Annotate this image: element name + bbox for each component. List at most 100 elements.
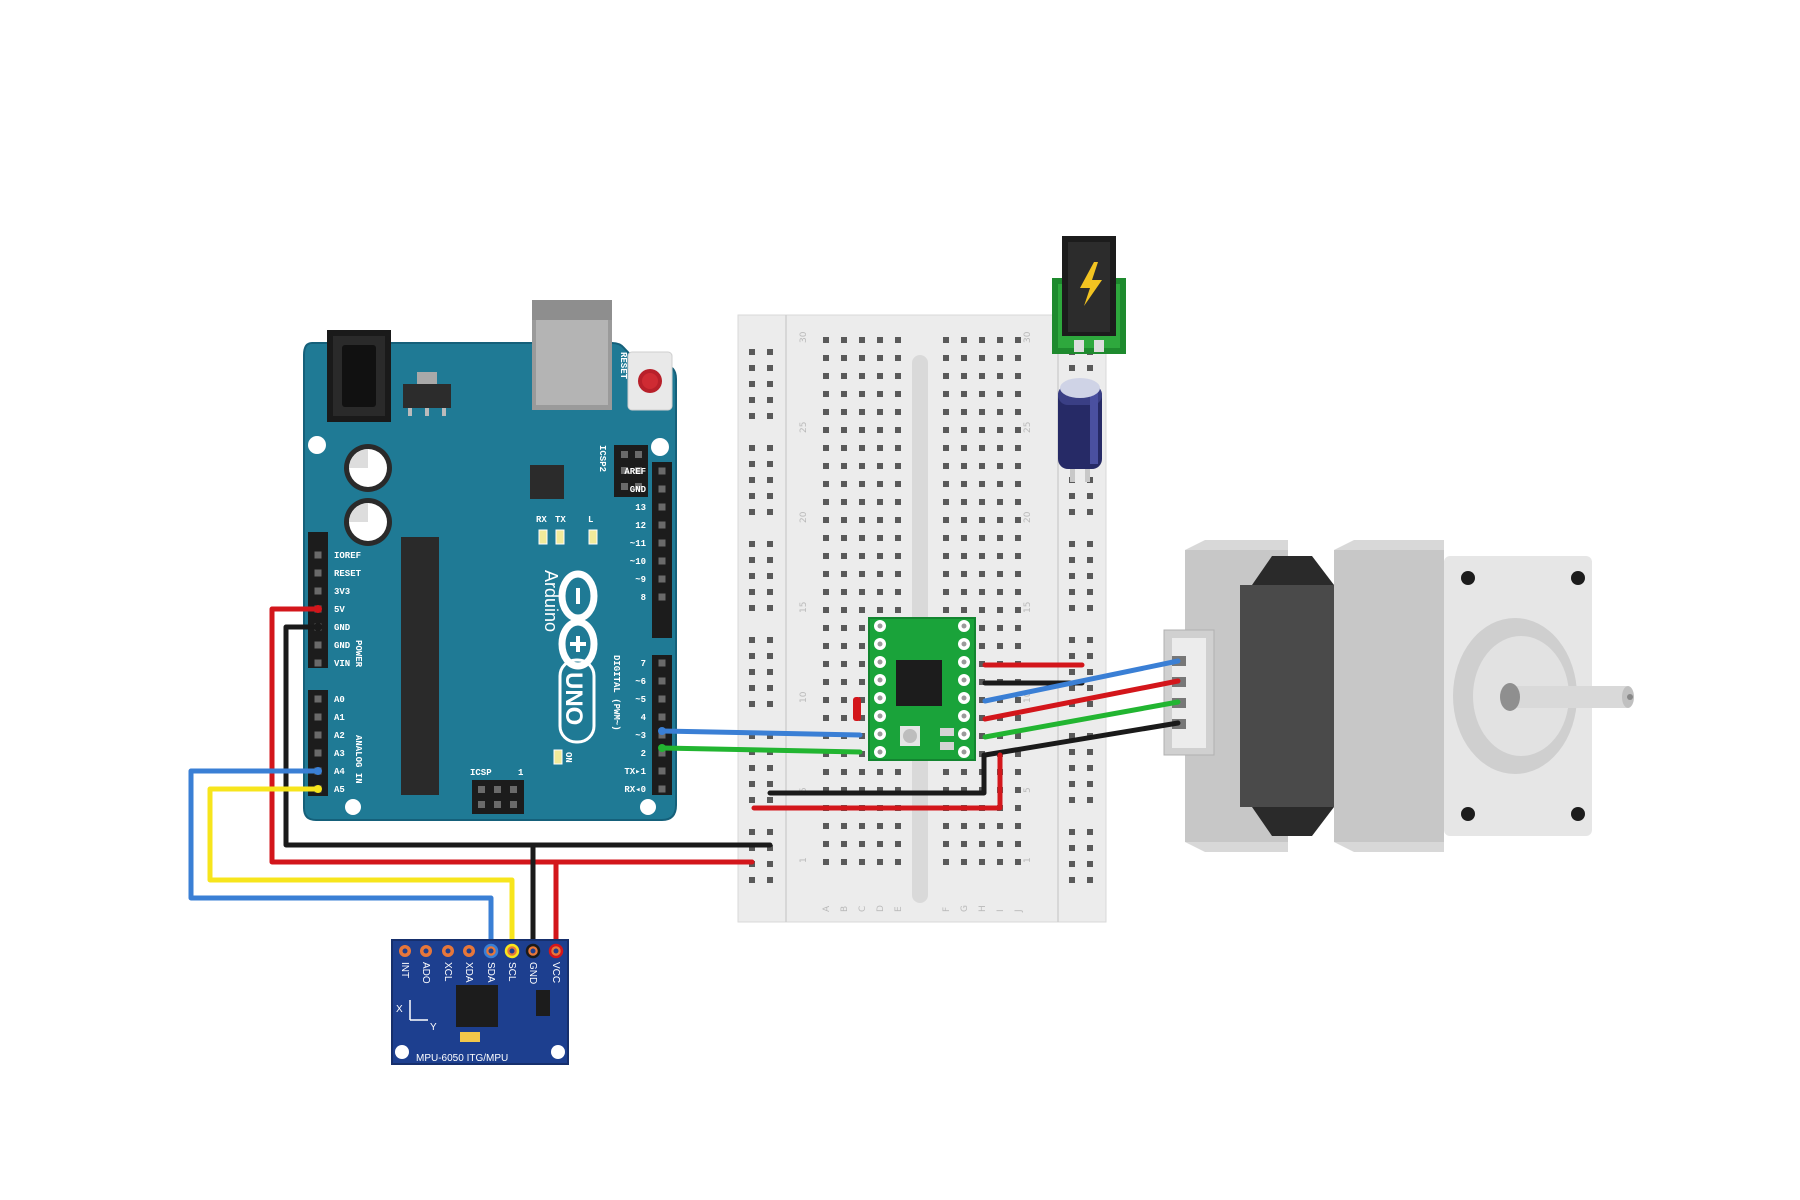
breadboard-hole[interactable] [979,859,985,865]
header-pin[interactable] [314,587,322,595]
breadboard-hole[interactable] [859,643,865,649]
breadboard-hole[interactable] [943,517,949,523]
rail-hole[interactable] [749,877,755,883]
rail-hole[interactable] [767,413,773,419]
rail-hole[interactable] [1087,493,1093,499]
breadboard-hole[interactable] [895,445,901,451]
breadboard-hole[interactable] [823,355,829,361]
breadboard-hole[interactable] [895,841,901,847]
header-pin[interactable] [658,785,666,793]
breadboard-hole[interactable] [943,463,949,469]
rail-hole[interactable] [749,589,755,595]
breadboard-hole[interactable] [961,787,967,793]
breadboard-hole[interactable] [961,463,967,469]
breadboard-hole[interactable] [877,391,883,397]
breadboard-hole[interactable] [943,769,949,775]
rail-hole[interactable] [1069,653,1075,659]
breadboard-hole[interactable] [823,715,829,721]
rail-hole[interactable] [767,637,773,643]
breadboard-hole[interactable] [823,679,829,685]
breadboard-hole[interactable] [823,769,829,775]
breadboard-hole[interactable] [877,787,883,793]
breadboard-hole[interactable] [943,373,949,379]
header-pin[interactable] [658,485,666,493]
breadboard-hole[interactable] [943,499,949,505]
rail-hole[interactable] [749,797,755,803]
rail-hole[interactable] [1087,365,1093,371]
rail-hole[interactable] [1087,749,1093,755]
breadboard-hole[interactable] [979,607,985,613]
breadboard-hole[interactable] [823,571,829,577]
breadboard-hole[interactable] [943,535,949,541]
breadboard-hole[interactable] [823,751,829,757]
header-pin[interactable] [314,551,322,559]
breadboard-hole[interactable] [877,859,883,865]
breadboard-hole[interactable] [859,715,865,721]
breadboard-hole[interactable] [979,517,985,523]
rail-hole[interactable] [1087,877,1093,883]
breadboard-hole[interactable] [895,355,901,361]
breadboard-hole[interactable] [895,535,901,541]
breadboard-hole[interactable] [859,841,865,847]
breadboard-hole[interactable] [877,463,883,469]
breadboard-hole[interactable] [841,499,847,505]
rail-hole[interactable] [767,845,773,851]
rail-hole[interactable] [1087,589,1093,595]
header-pin[interactable] [658,503,666,511]
breadboard-hole[interactable] [997,373,1003,379]
breadboard-hole[interactable] [1015,463,1021,469]
breadboard-hole[interactable] [997,481,1003,487]
breadboard-hole[interactable] [943,787,949,793]
breadboard-hole[interactable] [943,409,949,415]
breadboard-hole[interactable] [997,607,1003,613]
breadboard-hole[interactable] [979,481,985,487]
breadboard-hole[interactable] [823,409,829,415]
rail-hole[interactable] [767,365,773,371]
breadboard-hole[interactable] [841,571,847,577]
rail-hole[interactable] [1069,365,1075,371]
breadboard-hole[interactable] [1015,445,1021,451]
breadboard-hole[interactable] [979,427,985,433]
breadboard-hole[interactable] [961,337,967,343]
breadboard-hole[interactable] [997,643,1003,649]
breadboard-hole[interactable] [961,517,967,523]
breadboard-hole[interactable] [895,463,901,469]
rail-hole[interactable] [767,445,773,451]
rail-hole[interactable] [1069,685,1075,691]
rail-hole[interactable] [1087,861,1093,867]
rail-hole[interactable] [1087,765,1093,771]
rail-hole[interactable] [767,733,773,739]
breadboard-hole[interactable] [859,517,865,523]
rail-hole[interactable] [1087,781,1093,787]
breadboard-hole[interactable] [859,535,865,541]
rail-hole[interactable] [767,493,773,499]
breadboard-hole[interactable] [823,517,829,523]
breadboard-hole[interactable] [997,409,1003,415]
rail-hole[interactable] [767,477,773,483]
breadboard-hole[interactable] [823,661,829,667]
rail-hole[interactable] [1069,749,1075,755]
breadboard-hole[interactable] [823,607,829,613]
rail-hole[interactable] [749,733,755,739]
breadboard-hole[interactable] [961,427,967,433]
breadboard-hole[interactable] [997,823,1003,829]
rail-hole[interactable] [1069,637,1075,643]
breadboard-hole[interactable] [859,463,865,469]
header-pin[interactable] [314,569,322,577]
rail-hole[interactable] [749,605,755,611]
rail-hole[interactable] [749,381,755,387]
rail-hole[interactable] [1087,509,1093,515]
breadboard-hole[interactable] [841,409,847,415]
rail-hole[interactable] [1087,829,1093,835]
breadboard-hole[interactable] [1015,355,1021,361]
breadboard-hole[interactable] [1015,499,1021,505]
breadboard-hole[interactable] [979,643,985,649]
breadboard-hole[interactable] [943,571,949,577]
rail-hole[interactable] [1087,541,1093,547]
breadboard-hole[interactable] [961,841,967,847]
breadboard-hole[interactable] [841,715,847,721]
breadboard-hole[interactable] [823,589,829,595]
rail-hole[interactable] [749,845,755,851]
breadboard-hole[interactable] [841,643,847,649]
breadboard-hole[interactable] [841,355,847,361]
